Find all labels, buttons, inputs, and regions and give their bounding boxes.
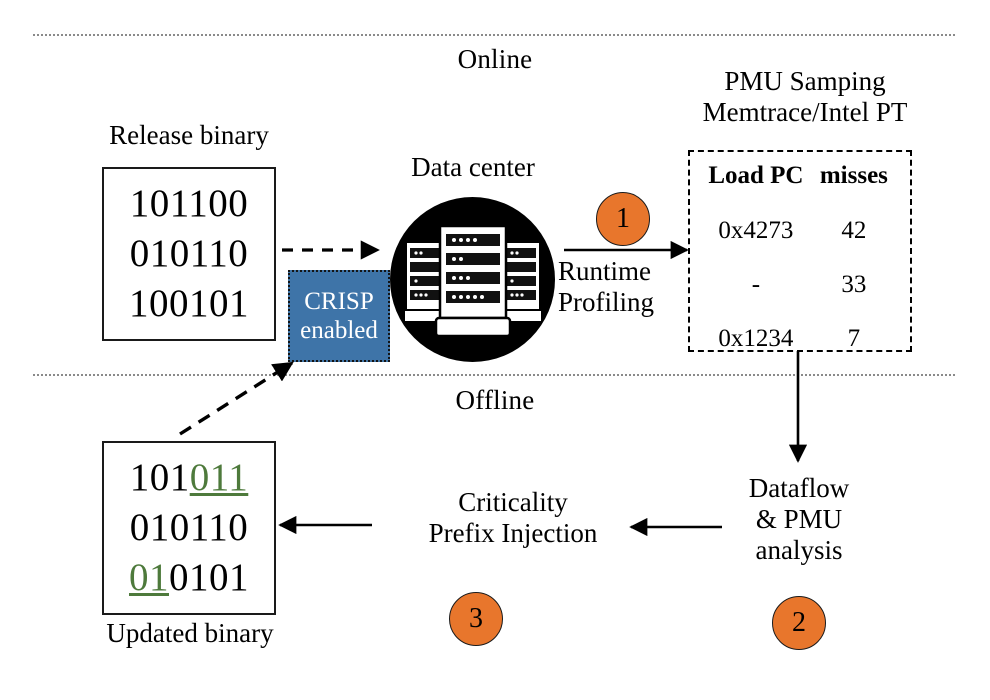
cell-load-pc: 0x1234 (718, 325, 794, 352)
pmu-sampling-table: Load PC misses 0x4273 42 - 33 0x1234 7 (688, 150, 912, 352)
online-phase-divider (33, 34, 955, 36)
release-binary-line-2: 010110 (130, 229, 249, 279)
dataflow-line-3: analysis (755, 534, 843, 565)
pmu-title-line-1: PMU Samping (724, 66, 886, 96)
release-binary-line-2-pre: 010110 (129, 232, 249, 276)
table-row: - 33 (702, 258, 898, 312)
pmu-title-line-2: Memtrace/Intel PT (702, 96, 908, 127)
release-binary-line-1: 101100 (130, 179, 249, 229)
updated-binary-box: 101011 010110 010101 (102, 441, 276, 615)
release-binary-line-3-pre: 100101 (129, 281, 249, 325)
runtime-profiling-line-2: Profiling (558, 286, 655, 317)
release-binary-box: 101100 010110 100101 (102, 167, 276, 341)
updated-binary-line-1: 101011 (130, 453, 249, 503)
updated-binary-line-2: 010110 (130, 503, 249, 553)
column-header-load-pc: Load PC (708, 162, 804, 189)
criticality-line-2: Prefix Injection (428, 517, 598, 548)
data-center-caption: Data center (411, 152, 535, 182)
crisp-label-line-1: CRISP (304, 287, 374, 315)
cell-load-pc: 0x4273 (718, 217, 794, 244)
cell-misses: 42 (841, 217, 867, 244)
table-row: 0x1234 7 (702, 312, 898, 366)
step-badge-3: 3 (449, 592, 503, 646)
updated-binary-line-3-post: 0101 (169, 555, 249, 599)
table-row: 0x4273 42 (702, 204, 898, 258)
cell-load-pc: - (751, 271, 761, 298)
criticality-line-1: Criticality (458, 487, 568, 517)
release-binary-caption: Release binary (109, 120, 269, 150)
cell-misses: 7 (847, 325, 861, 352)
step-badge-2: 2 (772, 596, 826, 650)
updated-binary-line-2-pre: 010110 (129, 506, 249, 550)
release-binary-line-3: 100101 (129, 279, 249, 329)
runtime-profiling-line-1: Runtime (558, 256, 651, 286)
step-badge-1: 1 (596, 192, 650, 246)
updated-binary-line-3: 010101 (129, 553, 249, 603)
runtime-profiling-label: Runtime Profiling (558, 256, 698, 318)
updated-binary-caption: Updated binary (106, 618, 274, 648)
table-header-row: Load PC misses (702, 160, 898, 204)
column-header-misses: misses (819, 162, 888, 189)
crisp-label-line-2: enabled (300, 317, 378, 344)
dataflow-analysis-label: Dataflow & PMU analysis (713, 473, 885, 565)
pmu-panel-title: PMU Samping Memtrace/Intel PT (660, 66, 950, 128)
criticality-injection-label: Criticality Prefix Injection (400, 487, 626, 549)
dataflow-line-1: Dataflow (748, 473, 850, 503)
updated-binary-line-1-pre: 101 (129, 456, 190, 500)
dataflow-line-2: & PMU (755, 503, 843, 534)
server-racks-icon (403, 214, 543, 344)
crisp-enabled-box[interactable]: CRISP enabled (288, 270, 390, 362)
offline-phase-label: Offline (455, 385, 535, 415)
cell-misses: 33 (841, 271, 867, 298)
online-phase-label: Online (457, 44, 533, 74)
updated-binary-line-1-highlight: 011 (189, 456, 249, 500)
release-binary-line-1-pre: 101100 (129, 182, 249, 226)
updated-binary-line-3-highlight: 01 (129, 555, 169, 599)
offline-phase-divider (33, 374, 955, 376)
